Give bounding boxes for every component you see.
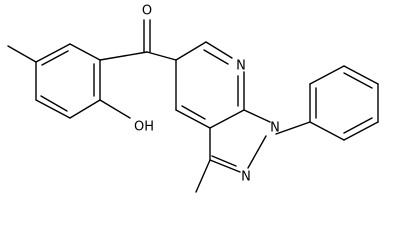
carbonyl-group [99,19,177,61]
ring-a-inner-1 [41,50,69,66]
bond-n-phenyl [275,121,311,135]
hydroxy-methylphenyl-ring [7,43,131,119]
ring-d-bond-5 [309,65,345,85]
ring-c-bond-2 [247,135,267,169]
atom-label-hydroxyl: OH [134,120,154,135]
bond-methyl-pyrazole [195,159,211,193]
bond-methyl [7,45,37,63]
ring-a-inner-2 [40,95,68,112]
ring-b-bond-2 [205,41,233,59]
ring-a-bond-2 [35,43,71,63]
ring-b-inner-1 [203,49,229,65]
atom-label-pyrazole-n1: N [270,121,280,136]
ring-a-bond-5 [69,99,101,119]
atom-label-carbonyl-o: O [142,4,152,19]
pyrazole-ring [195,109,271,193]
atom-labels: O N N N OH [134,4,280,185]
ring-c-bond-3 [209,159,241,173]
ring-d-bond-2 [343,121,379,141]
bond-carbonyl-to-phenol-ring [99,51,148,61]
ring-a-bond-1 [69,43,101,61]
ring-b-bond-5 [175,109,211,129]
chemical-structure: O N N N OH [7,4,379,193]
ring-d-bond-1 [309,121,345,141]
ring-d-bond-4 [343,65,379,85]
ring-d-inner-2 [343,72,373,89]
ring-b-inner-3 [181,105,206,120]
bond-carbonyl-to-pyridine-ring [146,51,177,61]
atom-label-pyrazole-n2: N [241,170,251,185]
pyridine-ring [175,41,245,129]
ring-d-inner-1 [343,117,373,134]
bond-hydroxyl [99,99,131,119]
ring-c-inner [211,155,237,167]
ring-b-bond-1 [175,41,207,61]
n-phenyl-ring [275,65,379,141]
atom-label-pyridine-n: N [236,59,246,74]
ring-c-bond-1 [243,109,271,123]
ring-a-bond-4 [35,99,71,119]
ring-b-bond-4 [209,109,245,129]
